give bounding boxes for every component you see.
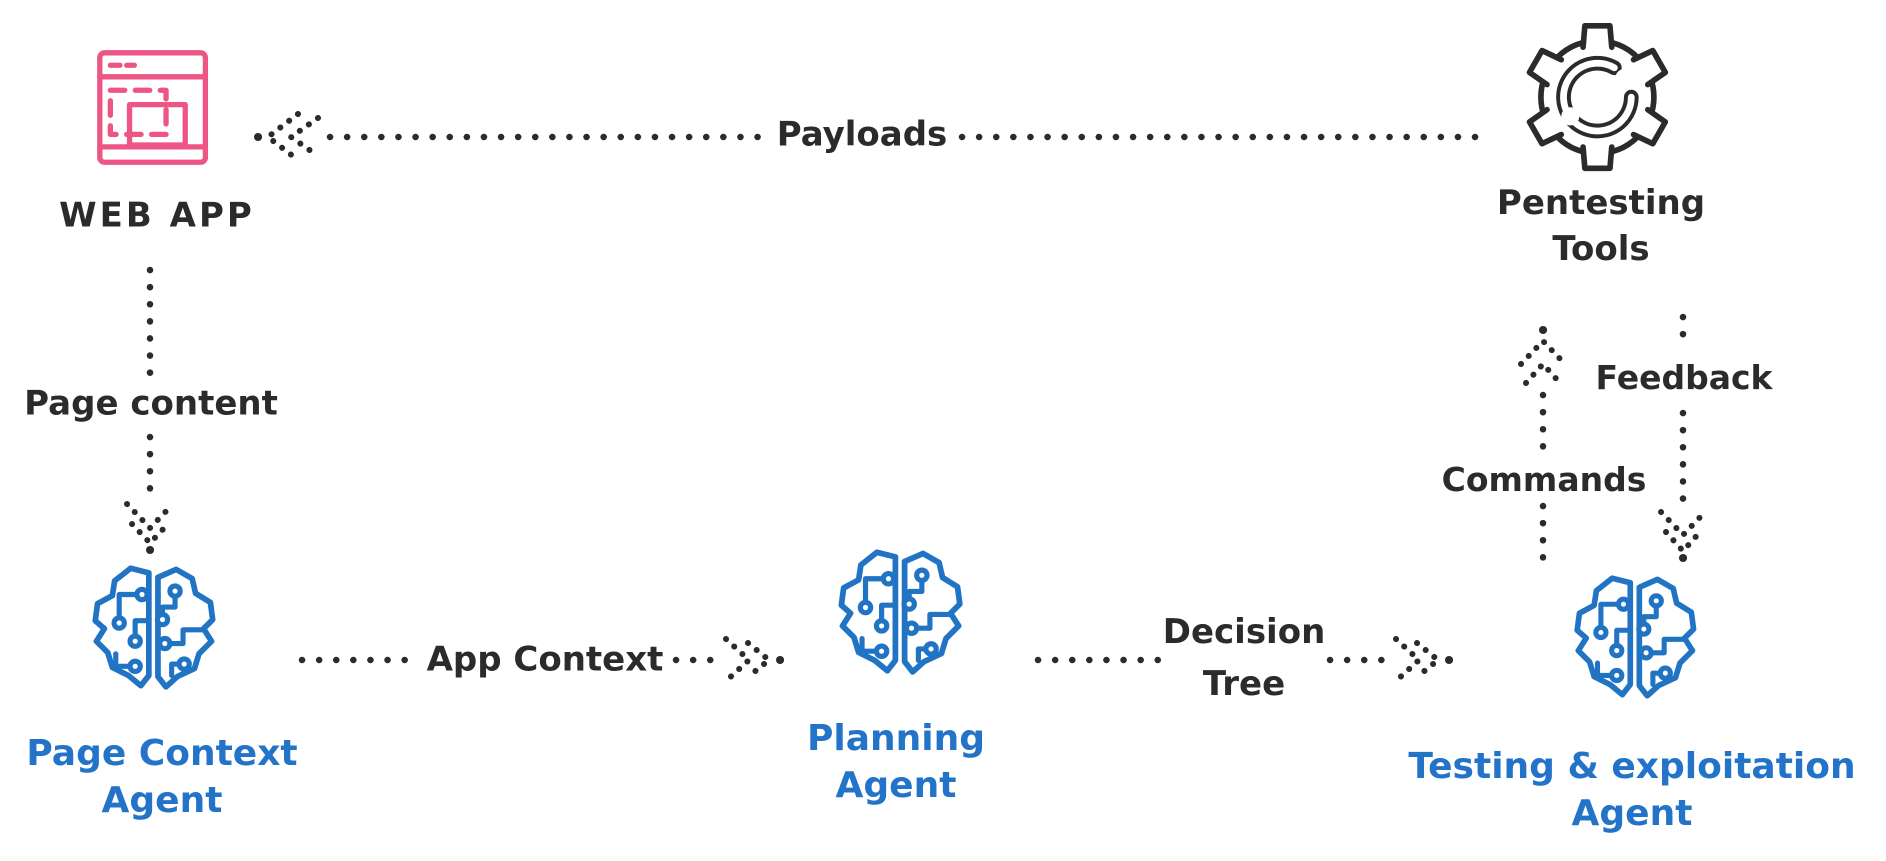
app-context-arrow — [298, 636, 785, 684]
feedback-label: Feedback — [1587, 358, 1781, 398]
decision-tree-label: Decision Tree — [1162, 612, 1326, 704]
pentesting-tools-label: Pentesting Tools — [1496, 183, 1706, 269]
gear-wrench-icon — [1526, 23, 1669, 172]
commands-label: Commands — [1433, 460, 1655, 500]
circuit-brain-icon — [1577, 578, 1693, 696]
feedback-arrow — [1658, 313, 1708, 562]
page-context-agent-label: Page Context Agent — [26, 733, 298, 821]
page-content-label: Page content — [16, 384, 286, 424]
planning-agent-label: Planning Agent — [806, 718, 986, 806]
browser-window-icon — [97, 50, 209, 165]
payloads-label: Payloads — [768, 115, 956, 155]
circuit-brain-icon — [841, 552, 959, 672]
testing-exploitation-agent-label: Testing & exploitation Agent — [1408, 746, 1856, 834]
payloads-arrow — [254, 111, 1482, 163]
circuit-brain-icon — [95, 568, 212, 687]
decision-tree-arrow — [1034, 636, 1454, 684]
app-context-label: App Context — [418, 640, 672, 680]
web-app-label: WEB APP — [59, 195, 255, 236]
commands-arrow — [1518, 326, 1568, 572]
page-content-arrow — [124, 266, 176, 554]
